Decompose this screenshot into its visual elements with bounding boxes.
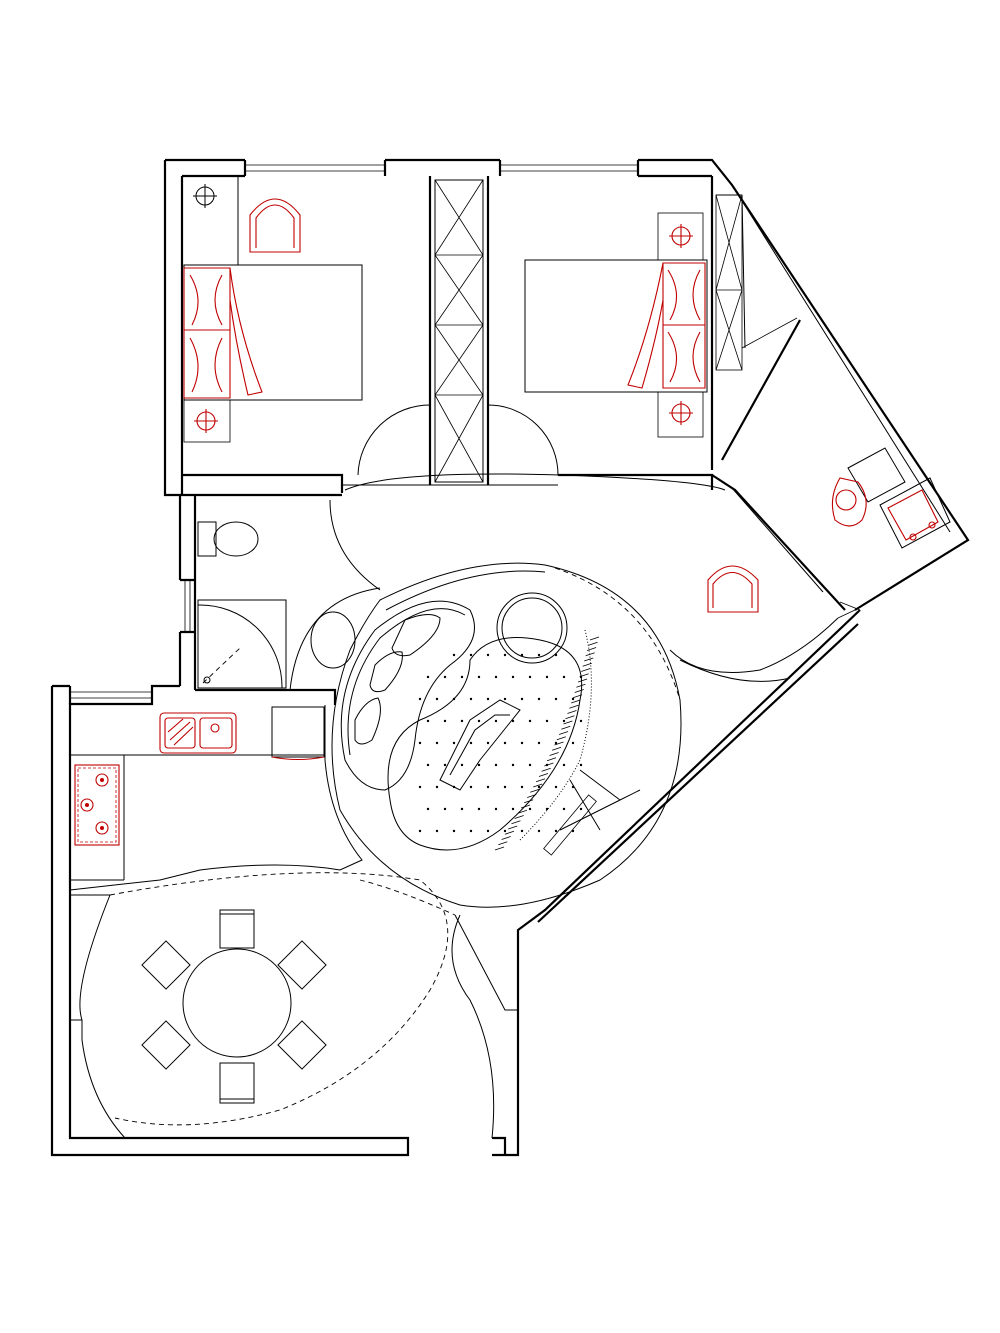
- exterior-walls: [50, 158, 970, 1157]
- kitchen: [69, 705, 363, 891]
- door-swing-bedroom-2: [487, 404, 559, 476]
- armchair-icon: [707, 565, 759, 613]
- armchair-icon: [249, 198, 301, 253]
- bed-icon: [524, 259, 708, 393]
- nightstand-lamp-icon: [183, 399, 231, 443]
- bedroom-2: [487, 212, 708, 476]
- nightstand-lamp-icon: [657, 212, 704, 261]
- chair-icon: [141, 940, 191, 990]
- chair-icon: [277, 1020, 327, 1070]
- rug-icon: [387, 637, 583, 851]
- bed-icon: [183, 176, 363, 401]
- rug-pattern: [418, 653, 583, 833]
- rug-fringe: [494, 636, 600, 851]
- washing-machine-icon: [831, 447, 906, 527]
- chair-icon: [277, 940, 327, 990]
- shower-icon: [197, 599, 287, 689]
- dining-room: [70, 872, 518, 1139]
- door-swing-bedroom-1: [357, 404, 431, 476]
- chair-icon: [219, 909, 255, 949]
- washbasin-icon: [289, 587, 381, 691]
- bathroom: [197, 499, 381, 691]
- utility-balcony: [715, 184, 951, 549]
- chair-icon: [141, 1020, 191, 1070]
- dining-table-icon: [182, 948, 292, 1058]
- fridge-icon: [271, 706, 325, 761]
- sink-icon: [159, 712, 237, 754]
- nightstand-lamp-icon: [193, 184, 217, 208]
- interior-walls: [178, 176, 846, 705]
- bedroom-1: [183, 176, 431, 476]
- door-swing-bathroom: [329, 499, 381, 591]
- sofa-icon: [340, 600, 475, 791]
- wardrobe-icon: [434, 179, 484, 483]
- coffee-table-icon: [496, 592, 568, 664]
- chair-icon: [219, 1062, 255, 1104]
- sink-icon: [879, 477, 951, 549]
- toilet-icon: [197, 521, 259, 557]
- living-room: [331, 473, 839, 916]
- nightstand-lamp-icon: [657, 391, 704, 438]
- stove-icon: [74, 764, 120, 846]
